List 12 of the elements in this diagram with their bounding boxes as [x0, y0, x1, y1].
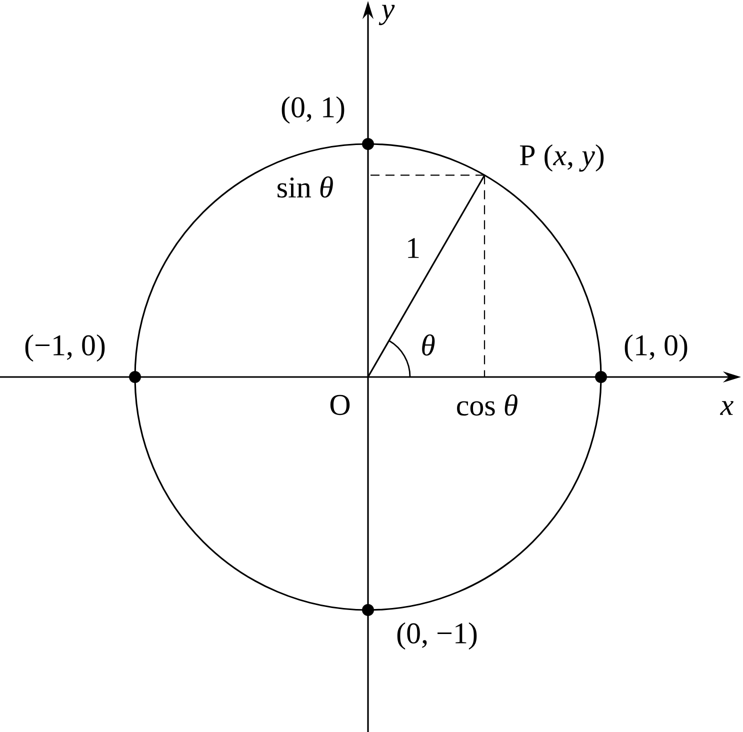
radius-label: 1 [408, 238, 419, 258]
point-label: P (x, y) [520, 144, 604, 172]
axis-label: x [720, 401, 734, 415]
axis-label: y [378, 4, 395, 26]
value-label: sin θ [278, 176, 333, 198]
value-label: cos θ [457, 394, 518, 416]
point-label: (0, −1) [397, 622, 477, 650]
point-label: (1, 0) [624, 334, 688, 362]
point-label: (0, 1) [282, 96, 344, 124]
origin-label: O [330, 394, 350, 416]
angle-label: θ [422, 334, 435, 356]
point-label: (−1, 0) [25, 334, 105, 362]
